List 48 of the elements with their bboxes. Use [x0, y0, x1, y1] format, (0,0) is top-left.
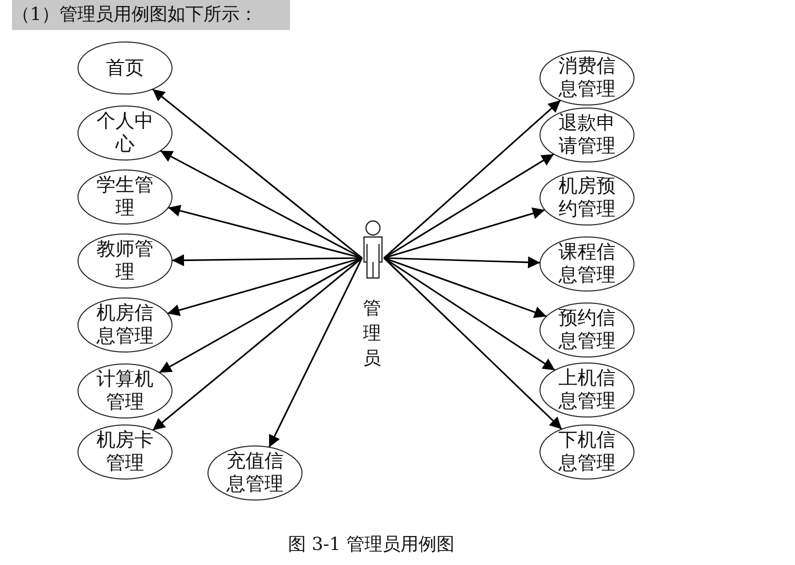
use-case-label: 首页 — [105, 56, 145, 80]
use-case-label: 上机信息管理 — [558, 367, 616, 413]
arrow — [268, 258, 363, 448]
figure-caption: 图 3-1 管理员用例图 — [288, 533, 454, 556]
use-case-label: 机房信息管理 — [96, 302, 154, 348]
arrow — [167, 257, 362, 316]
arrow — [384, 208, 545, 259]
arrow — [384, 153, 554, 259]
arrow — [152, 257, 362, 431]
use-case-ellipse — [78, 106, 172, 160]
use-case-ellipse — [78, 298, 172, 352]
use-case-ellipse — [540, 237, 634, 291]
use-case-label: 学生管理 — [96, 174, 154, 220]
use-case-ellipse — [78, 170, 172, 224]
use-case-ellipse — [540, 425, 634, 479]
use-case-ellipse — [540, 51, 634, 105]
use-case-label: 充值信息管理 — [226, 450, 284, 496]
use-case-label: 预约信息管理 — [558, 307, 616, 353]
use-case-ellipse — [540, 171, 634, 225]
use-case-ellipse — [208, 446, 302, 500]
arrow — [152, 88, 362, 259]
use-case-label: 计算机管理 — [96, 368, 154, 414]
arrow — [384, 257, 556, 371]
arrow — [172, 254, 362, 266]
use-case-label: 机房预约管理 — [558, 175, 616, 221]
arrow — [384, 256, 540, 268]
use-case-ellipse — [540, 303, 634, 357]
use-case-ellipse — [78, 364, 172, 418]
use-case-label: 下机信息管理 — [558, 429, 616, 475]
use-case-label: 消费信息管理 — [558, 55, 616, 101]
use-case-label: 机房卡管理 — [96, 429, 154, 475]
arrow — [383, 100, 562, 259]
arrow — [384, 257, 547, 318]
arrow — [383, 257, 562, 430]
heading: （1）管理员用例图如下所示： — [12, 0, 290, 30]
use-case-ellipse — [78, 42, 172, 94]
arrow — [160, 150, 362, 259]
use-case-ellipse — [540, 363, 634, 417]
use-case-label: 退款申请管理 — [558, 112, 616, 158]
use-case-ellipse — [540, 108, 634, 162]
actor-label: 管理员 — [363, 297, 381, 372]
use-case-label: 教师管理 — [96, 238, 154, 284]
use-case-label: 个人中心 — [96, 110, 154, 156]
arrow — [158, 257, 362, 374]
use-case-ellipse — [78, 234, 172, 288]
use-case-ellipse — [78, 425, 172, 479]
use-case-label: 课程信息管理 — [558, 241, 616, 287]
arrow — [168, 204, 362, 259]
